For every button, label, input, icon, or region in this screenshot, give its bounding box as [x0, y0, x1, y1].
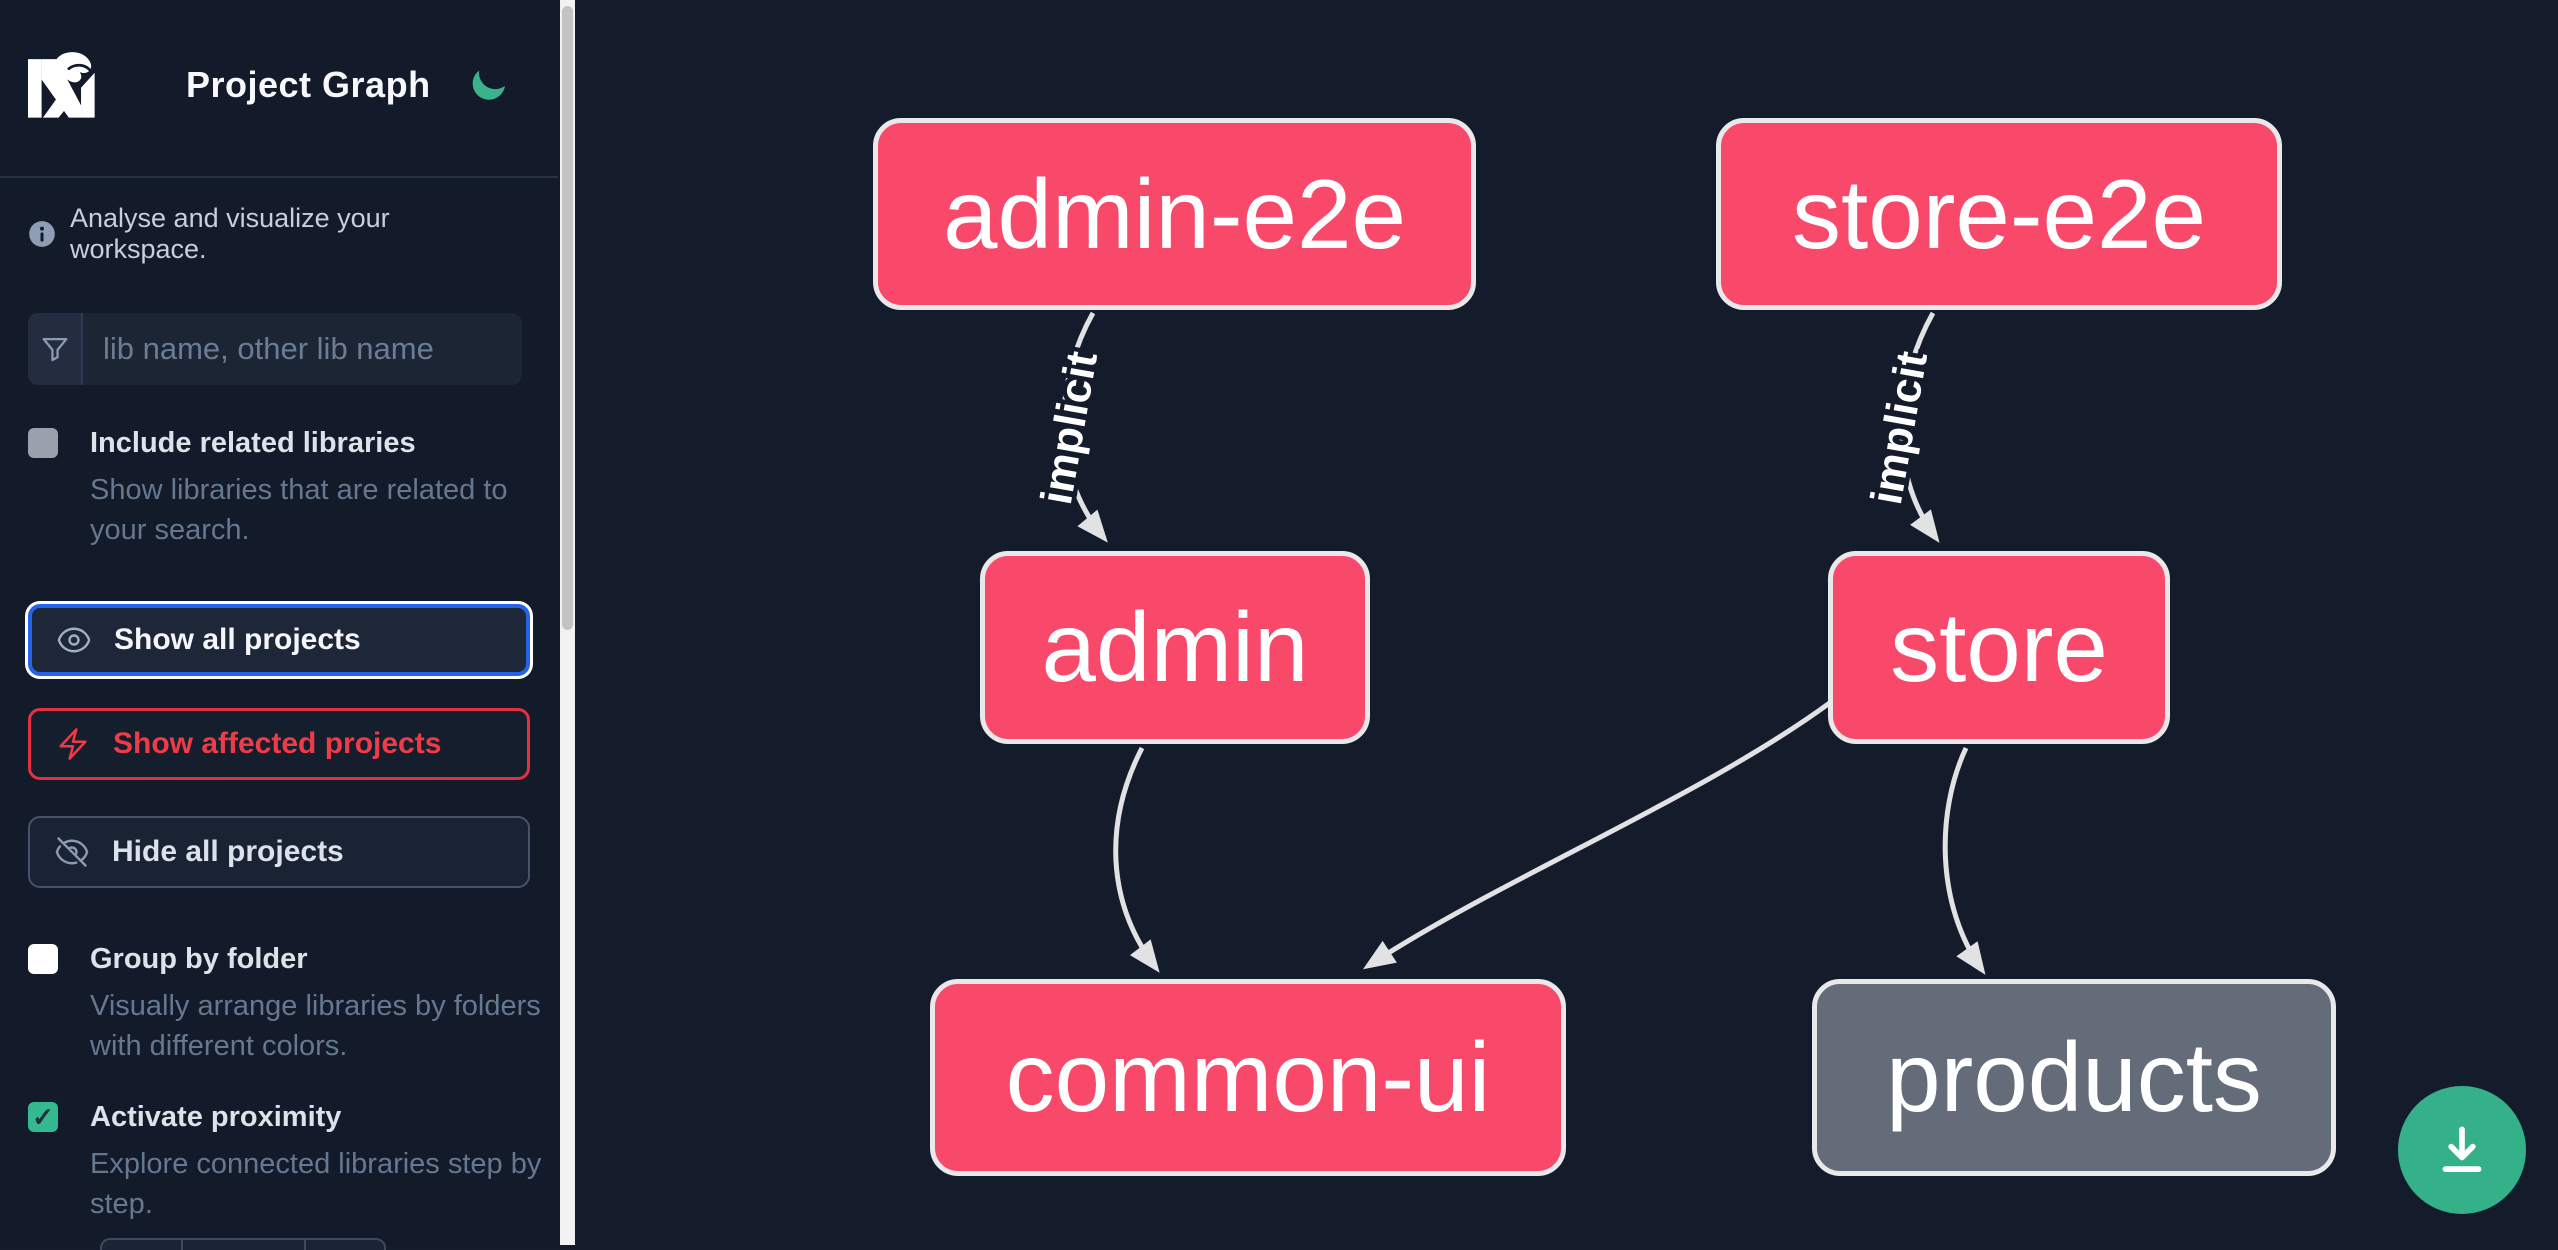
checkmark-icon: ✓: [32, 1104, 54, 1130]
header-divider: [0, 176, 558, 178]
filter-icon: [28, 313, 83, 385]
activate-proximity-description: Explore connected libraries step by step…: [90, 1144, 542, 1224]
eye-slash-icon: [54, 834, 90, 870]
group-by-folder-row: Group by folder Visually arrange librari…: [28, 944, 528, 1066]
search-input[interactable]: [83, 313, 522, 385]
download-icon: [2431, 1119, 2493, 1181]
node-common-ui[interactable]: common-ui: [930, 979, 1566, 1176]
edge-store-to-common-ui: [1368, 702, 1831, 966]
node-admin-e2e[interactable]: admin-e2e: [873, 118, 1476, 310]
group-by-folder-checkbox[interactable]: [28, 944, 58, 974]
show-all-projects-label: Show all projects: [114, 623, 361, 657]
show-affected-projects-button[interactable]: Show affected projects: [28, 708, 530, 780]
include-related-label: Include related libraries: [90, 428, 528, 458]
show-all-projects-button[interactable]: Show all projects: [28, 604, 530, 676]
activate-proximity-row: ✓ Activate proximity Explore connected l…: [28, 1102, 528, 1224]
download-image-button[interactable]: [2398, 1086, 2526, 1214]
hide-all-projects-button[interactable]: Hide all projects: [28, 816, 530, 888]
node-admin[interactable]: admin: [980, 551, 1370, 744]
activate-proximity-checkbox[interactable]: ✓: [28, 1102, 58, 1132]
workspace-tagline: Analyse and visualize your workspace.: [70, 203, 528, 265]
sidebar: Project Graph Analyse and visualize your…: [0, 0, 560, 1245]
workspace-tagline-row: Analyse and visualize your workspace.: [28, 203, 528, 265]
include-related-description: Show libraries that are related to your …: [90, 470, 542, 550]
info-icon: [28, 220, 56, 248]
node-store[interactable]: store: [1828, 551, 2170, 744]
group-by-folder-label: Group by folder: [90, 944, 528, 974]
sidebar-scrollbar-thumb[interactable]: [562, 6, 573, 630]
edge-store-to-products: [1945, 748, 1982, 970]
eye-icon: [56, 622, 92, 658]
proximity-stepper[interactable]: [100, 1238, 386, 1250]
sidebar-header: Project Graph: [28, 50, 528, 120]
include-related-checkbox[interactable]: [28, 428, 58, 458]
sidebar-scrollbar-track[interactable]: [560, 0, 575, 1245]
node-store-e2e[interactable]: store-e2e: [1716, 118, 2282, 310]
show-affected-projects-label: Show affected projects: [113, 727, 441, 761]
search-box: [28, 313, 522, 385]
include-related-row: Include related libraries Show libraries…: [28, 428, 528, 550]
node-products[interactable]: products: [1812, 979, 2336, 1176]
theme-toggle-moon-icon[interactable]: [468, 65, 508, 105]
edge-label-implicit-admin: implicit: [1032, 347, 1107, 508]
nx-logo-icon: [28, 52, 96, 118]
hide-all-projects-label: Hide all projects: [112, 835, 344, 869]
activate-proximity-label: Activate proximity: [90, 1102, 528, 1132]
bolt-icon: [55, 726, 91, 762]
page-title: Project Graph: [186, 64, 431, 106]
edge-label-implicit-store: implicit: [1862, 347, 1937, 508]
group-by-folder-description: Visually arrange libraries by folders wi…: [90, 986, 542, 1066]
edge-admin-to-common-ui: [1116, 748, 1156, 968]
